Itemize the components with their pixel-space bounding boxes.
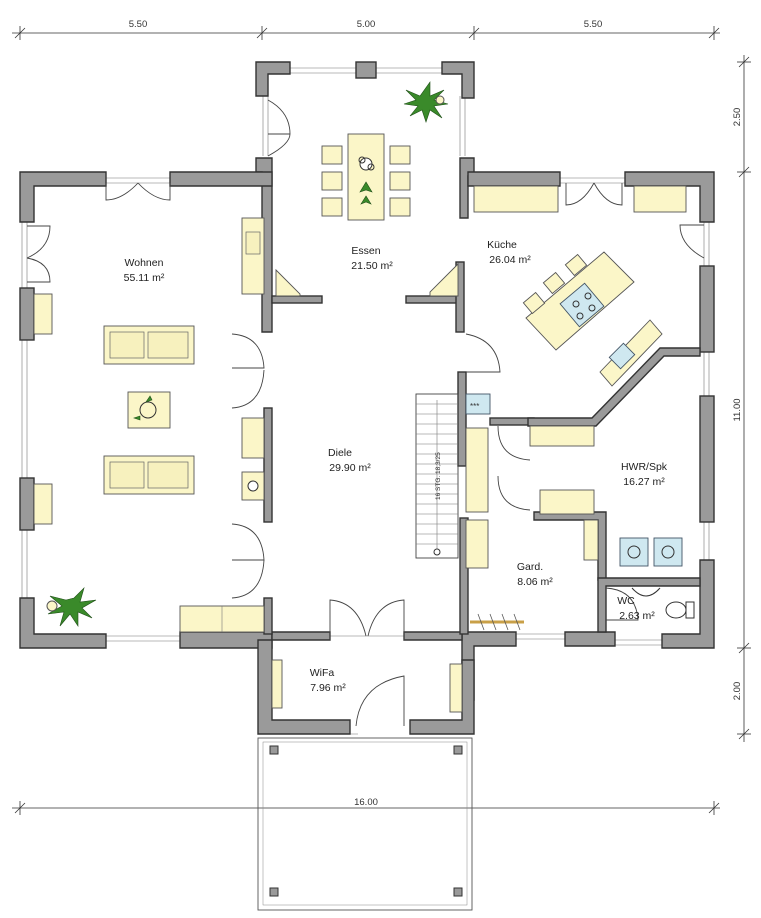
dining-set [321,133,411,221]
staircase: 16 STG. 18,3/25 [415,393,459,559]
plant-icon [46,586,97,627]
svg-text:***: *** [470,402,479,411]
room-name-wohnen: Wohnen [125,257,164,269]
plant-icon [403,81,449,123]
living-room-furniture [33,217,265,633]
room-name-wifa: WiFa [310,667,335,679]
room-area-gard: 8.06 m² [517,576,553,588]
entrance-terrace [257,737,473,911]
exterior-walls [19,61,715,735]
wc-fixtures [631,587,695,619]
room-area-wohnen: 55.11 m² [124,272,165,284]
dim-top-center: 5.00 [357,19,376,30]
room-name-essen: Essen [351,245,380,257]
room-area-kueche: 26.04 m² [489,254,531,266]
room-name-kueche: Küche [487,239,517,251]
stair-label: 16 STG. 18,3/25 [435,452,442,500]
windows [21,67,710,735]
room-area-essen: 21.50 m² [351,260,393,272]
dim-right-top: 2.50 [732,108,743,127]
room-area-diele: 29.90 m² [329,462,371,474]
kitchen-furniture [473,185,687,387]
dim-right-bottom: 2.00 [732,682,743,701]
dim-top-right: 5.50 [584,19,603,30]
room-name-hwr-spk: HWR/Spk [621,461,668,473]
dimension-lines [12,26,751,815]
interior-walls [263,261,701,635]
room-name-gard: Gard. [517,561,543,573]
room-name-wc: WC [617,595,635,607]
dim-top-left: 5.50 [129,19,148,30]
room-name-diele: Diele [328,447,352,459]
room-area-wifa: 7.96 m² [310,682,346,694]
room-area-wc: 2.63 m² [619,610,655,622]
utility-furniture [470,425,683,631]
doors [26,99,705,727]
room-area-hwr-spk: 16.27 m² [623,476,665,488]
dim-bottom-total: 16.00 [354,797,378,808]
dim-right-middle: 11.00 [732,398,743,421]
